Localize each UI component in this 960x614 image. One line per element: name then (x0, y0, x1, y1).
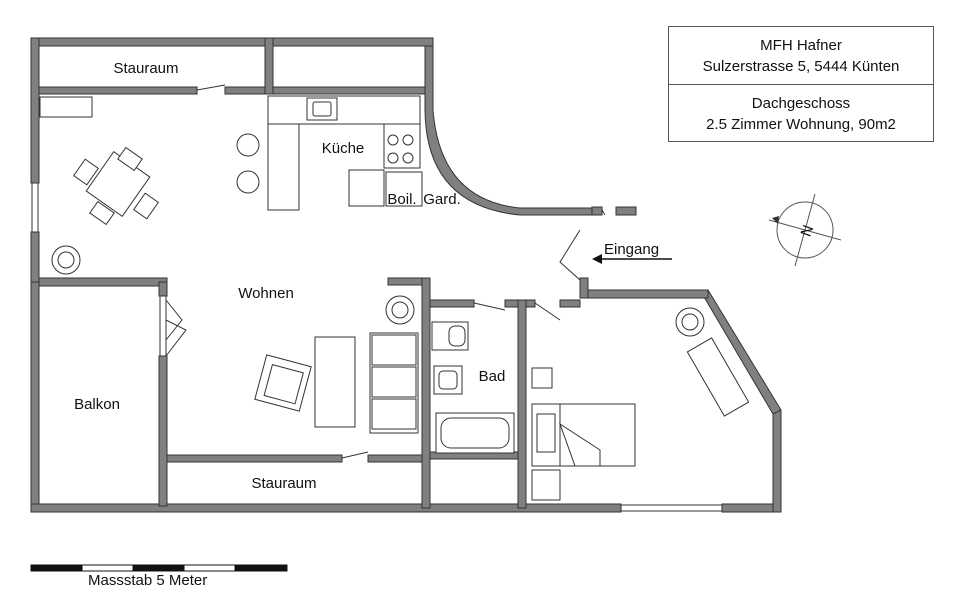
label-balkon: Balkon (74, 396, 120, 413)
label-stauraum-top: Stauraum (113, 60, 178, 77)
label-garderobe: Gard. (423, 191, 461, 208)
scale-bar (30, 564, 288, 572)
walls (30, 37, 782, 513)
scale-label: Massstab 5 Meter (88, 572, 208, 589)
entrance-marker: Eingang (592, 241, 672, 264)
title-block: MFH Hafner Sulzerstrasse 5, 5444 Künten … (668, 26, 934, 142)
compass-icon: N (768, 193, 842, 267)
compass-letter: N (798, 223, 818, 239)
unit-description: 2.5 Zimmer Wohnung, 90m2 (706, 116, 896, 133)
label-kueche: Küche (322, 140, 365, 157)
entrance-label: Eingang (604, 241, 659, 258)
doors (31, 84, 723, 512)
arrow-left-icon (592, 254, 602, 264)
floor-name: Dachgeschoss (751, 95, 851, 112)
label-stauraum-bottom: Stauraum (251, 475, 316, 492)
label-bad: Bad (479, 368, 506, 385)
label-wohnen: Wohnen (238, 285, 294, 302)
label-boiler: Boil. (387, 191, 416, 208)
title-divider (669, 84, 933, 85)
building-name: MFH Hafner (760, 37, 842, 54)
kitchen-fixtures (39, 95, 423, 211)
furniture (51, 133, 750, 501)
room-labels: Stauraum Küche Boil. Gard. Wohnen Balkon… (74, 60, 505, 492)
building-address: Sulzerstrasse 5, 5444 Künten (702, 58, 900, 75)
